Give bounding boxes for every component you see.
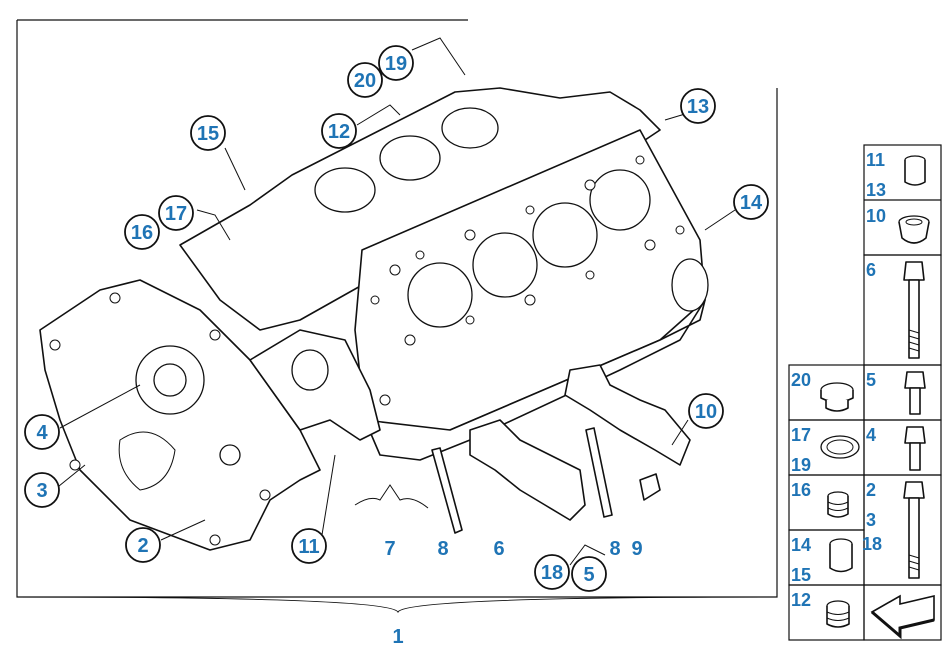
- label-9: 9: [631, 538, 642, 560]
- main-diagram-frame: [16, 19, 778, 598]
- timing-cover: [39, 279, 321, 551]
- callout-20-label: 20: [354, 70, 376, 92]
- callout-18-label: 18: [541, 562, 563, 584]
- callout-20[interactable]: 20: [347, 62, 383, 98]
- callout-13-label: 13: [687, 96, 709, 118]
- part-6-main-bearing-cap: [469, 419, 586, 521]
- rear-cylinder-bank: [179, 87, 661, 331]
- callout-10-label: 10: [695, 401, 717, 423]
- callout-12-label: 12: [328, 121, 350, 143]
- next-page-arrow-icon[interactable]: [870, 594, 935, 640]
- callout-16-label: 16: [131, 222, 153, 244]
- callout-19[interactable]: 19: [378, 45, 414, 81]
- part-5-main-bearing-cap: [564, 364, 691, 466]
- callout-2[interactable]: 2: [125, 527, 161, 563]
- part-8-stud-left: [431, 447, 463, 534]
- label-8-right: 8: [609, 538, 620, 560]
- legend-6: 6: [866, 260, 876, 280]
- callout-10[interactable]: 10: [688, 393, 724, 429]
- legend-14: 14: [791, 535, 811, 555]
- short-bolt-icon-4: [904, 426, 926, 471]
- legend-18: 18: [862, 534, 882, 554]
- legend-12: 12: [791, 590, 811, 610]
- legend-20: 20: [791, 370, 811, 390]
- long-bolt-icon-2: [903, 481, 925, 579]
- parts-legend-panel: 11 13 10 6 20 5: [788, 144, 942, 641]
- part-9-sleeve: [639, 473, 661, 501]
- callout-17-label: 17: [165, 203, 187, 225]
- legend-2: 2: [866, 480, 876, 500]
- callout-17[interactable]: 17: [158, 195, 194, 231]
- engine-block-illustration: [39, 87, 709, 551]
- screw-plug-icon: [820, 382, 854, 412]
- part-8-stud-right: [585, 427, 613, 518]
- legend-16: 16: [791, 480, 811, 500]
- label-6: 6: [493, 538, 504, 560]
- label-7: 7: [384, 538, 395, 560]
- callout-19-label: 19: [385, 53, 407, 75]
- loose-parts-illustration: [354, 364, 691, 534]
- callout-5-label: 5: [583, 564, 594, 586]
- callout-3[interactable]: 3: [24, 472, 60, 508]
- seal-ring-icon: [820, 435, 860, 459]
- callout-16[interactable]: 16: [124, 214, 160, 250]
- cap-plug-icon: [898, 215, 930, 244]
- callout-18[interactable]: 18: [534, 554, 570, 590]
- main-part-number: 1: [392, 626, 403, 648]
- legend-11: 11: [866, 150, 885, 170]
- dowel-sleeve-icon: [904, 155, 926, 186]
- threaded-insert-icon-12: [826, 600, 850, 628]
- callout-15-label: 15: [197, 123, 219, 145]
- legend-5: 5: [866, 370, 876, 390]
- long-bolt-icon: [903, 261, 925, 359]
- callout-13[interactable]: 13: [680, 88, 716, 124]
- legend-19: 19: [791, 455, 811, 475]
- threaded-insert-icon-16: [827, 491, 849, 518]
- dowel-sleeve-icon-14: [829, 538, 853, 573]
- callout-4-label: 4: [36, 422, 48, 444]
- callout-4[interactable]: 4: [24, 414, 60, 450]
- callout-11[interactable]: 11: [291, 528, 327, 564]
- legend-10: 10: [866, 206, 886, 226]
- legend-17: 17: [791, 425, 811, 445]
- callout-2-label: 2: [137, 535, 148, 557]
- callout-5[interactable]: 5: [571, 556, 607, 592]
- label-8-left: 8: [437, 538, 448, 560]
- callout-11-label: 11: [298, 536, 319, 558]
- legend-13: 13: [866, 180, 886, 200]
- callout-3-label: 3: [36, 480, 47, 502]
- callout-15[interactable]: 15: [190, 115, 226, 151]
- callout-14-label: 14: [740, 192, 763, 214]
- main-bracket: [16, 596, 778, 614]
- legend-15: 15: [791, 565, 811, 585]
- legend-3: 3: [866, 510, 876, 530]
- callout-12[interactable]: 12: [321, 113, 357, 149]
- part-7-clip: [354, 484, 429, 509]
- legend-4: 4: [866, 425, 876, 445]
- short-bolt-icon-5: [904, 371, 926, 415]
- callout-14[interactable]: 14: [733, 184, 769, 220]
